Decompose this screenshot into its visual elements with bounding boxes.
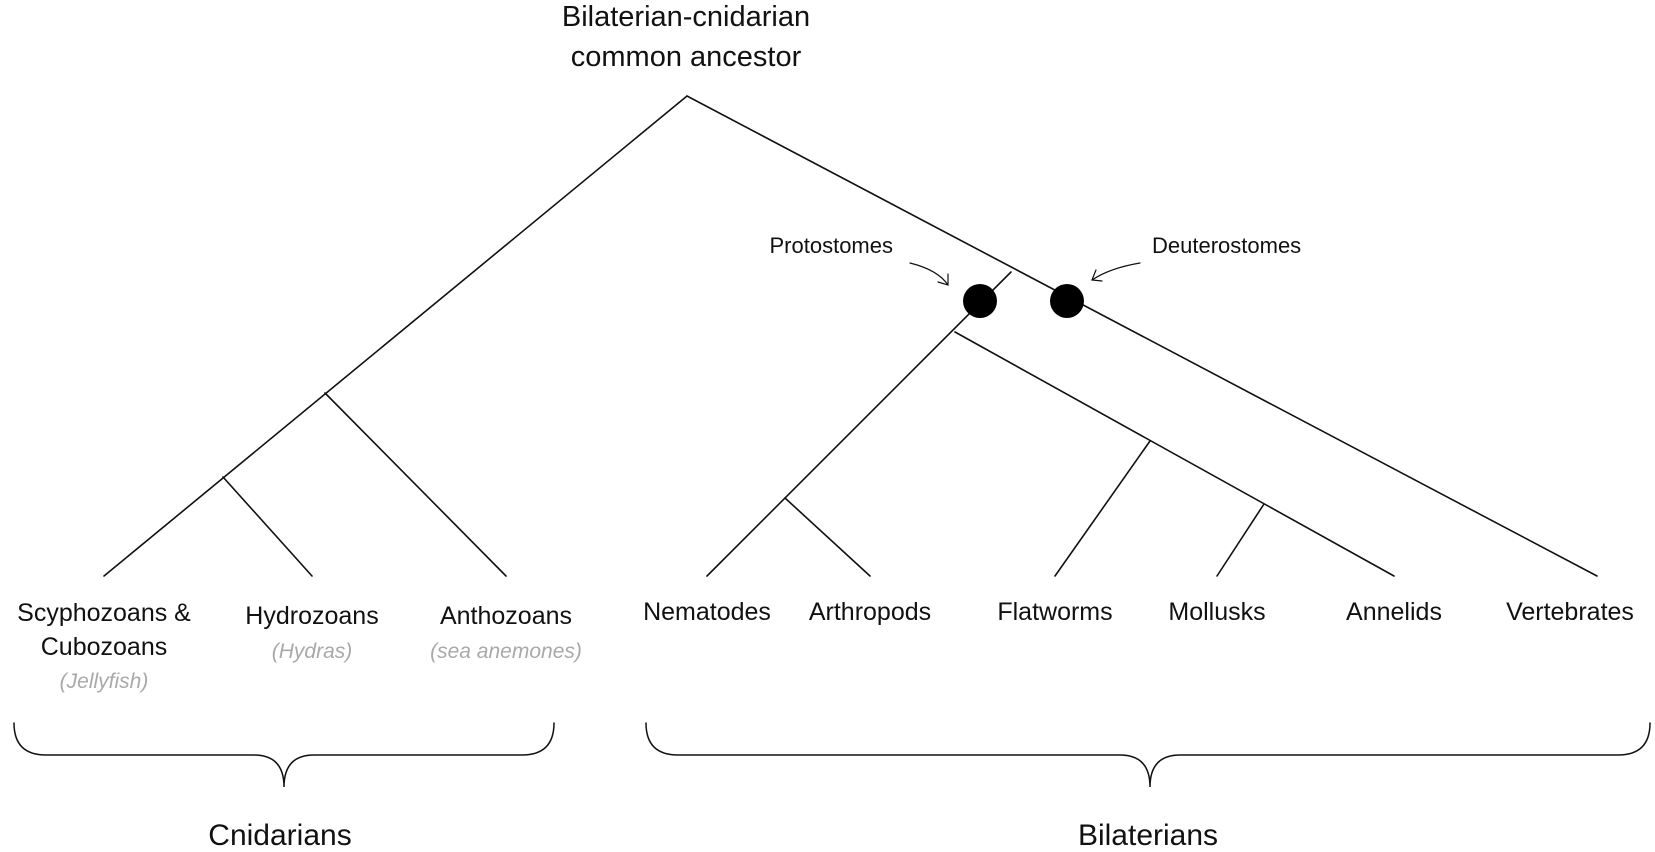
protostomes-label: Protostomes [770,233,894,258]
cnidarians-brace [13,722,555,788]
taxon-anthozoans: Anthozoans [440,602,572,630]
group-label-cnidarians: Cnidarians [208,819,351,852]
protostomes-arrow-icon [909,262,949,286]
branch-protostome-node-to-annelids [954,331,1395,577]
branch-hydrozoan-node-to-hydrozoans [222,476,313,577]
taxon-mollusks: Mollusks [1168,598,1265,626]
branch-ecdysozoa-node-to-arthropods [784,497,871,577]
branch-lophotrochozoa-node-to-flatworms [1054,440,1151,577]
taxon-annelids: Annelids [1346,598,1442,626]
taxon-hydrozoans: Hydrozoans [245,602,378,630]
deuterostome-node-marker [1050,284,1084,318]
deuterostomes-arrow-icon [1091,262,1141,282]
protostome-node-marker [963,284,997,318]
root-label-line2: common ancestor [571,41,802,73]
taxon-scyphozoans-line1: Scyphozoans & [17,599,191,627]
branch-root-to-cnidarian-tip [103,95,688,577]
taxon-nematodes: Nematodes [643,598,771,626]
taxon-flatworms: Flatworms [997,598,1112,626]
branch-cnidarian-node-to-anthozoans [324,392,507,577]
root-label-line1: Bilaterian-cnidarian [562,1,810,33]
branch-root-to-vertebrates [686,95,1598,577]
branch-bilaterian-split [706,271,1012,577]
bilaterians-brace [645,722,1651,788]
tree-branches [103,95,1598,577]
taxon-scyphozoans-common-name: (Jellyfish) [60,670,149,693]
taxon-hydrozoans-common-name: (Hydras) [272,640,353,663]
branch-mollusk-node-to-mollusks [1216,503,1265,577]
taxon-vertebrates: Vertebrates [1506,598,1634,626]
taxon-arthropods: Arthropods [809,598,931,626]
group-label-bilaterians: Bilaterians [1078,819,1218,852]
deuterostomes-label: Deuterostomes [1152,233,1301,258]
taxon-scyphozoans-line2: Cubozoans [41,633,167,661]
taxon-anthozoans-common-name: (sea anemones) [430,640,582,663]
